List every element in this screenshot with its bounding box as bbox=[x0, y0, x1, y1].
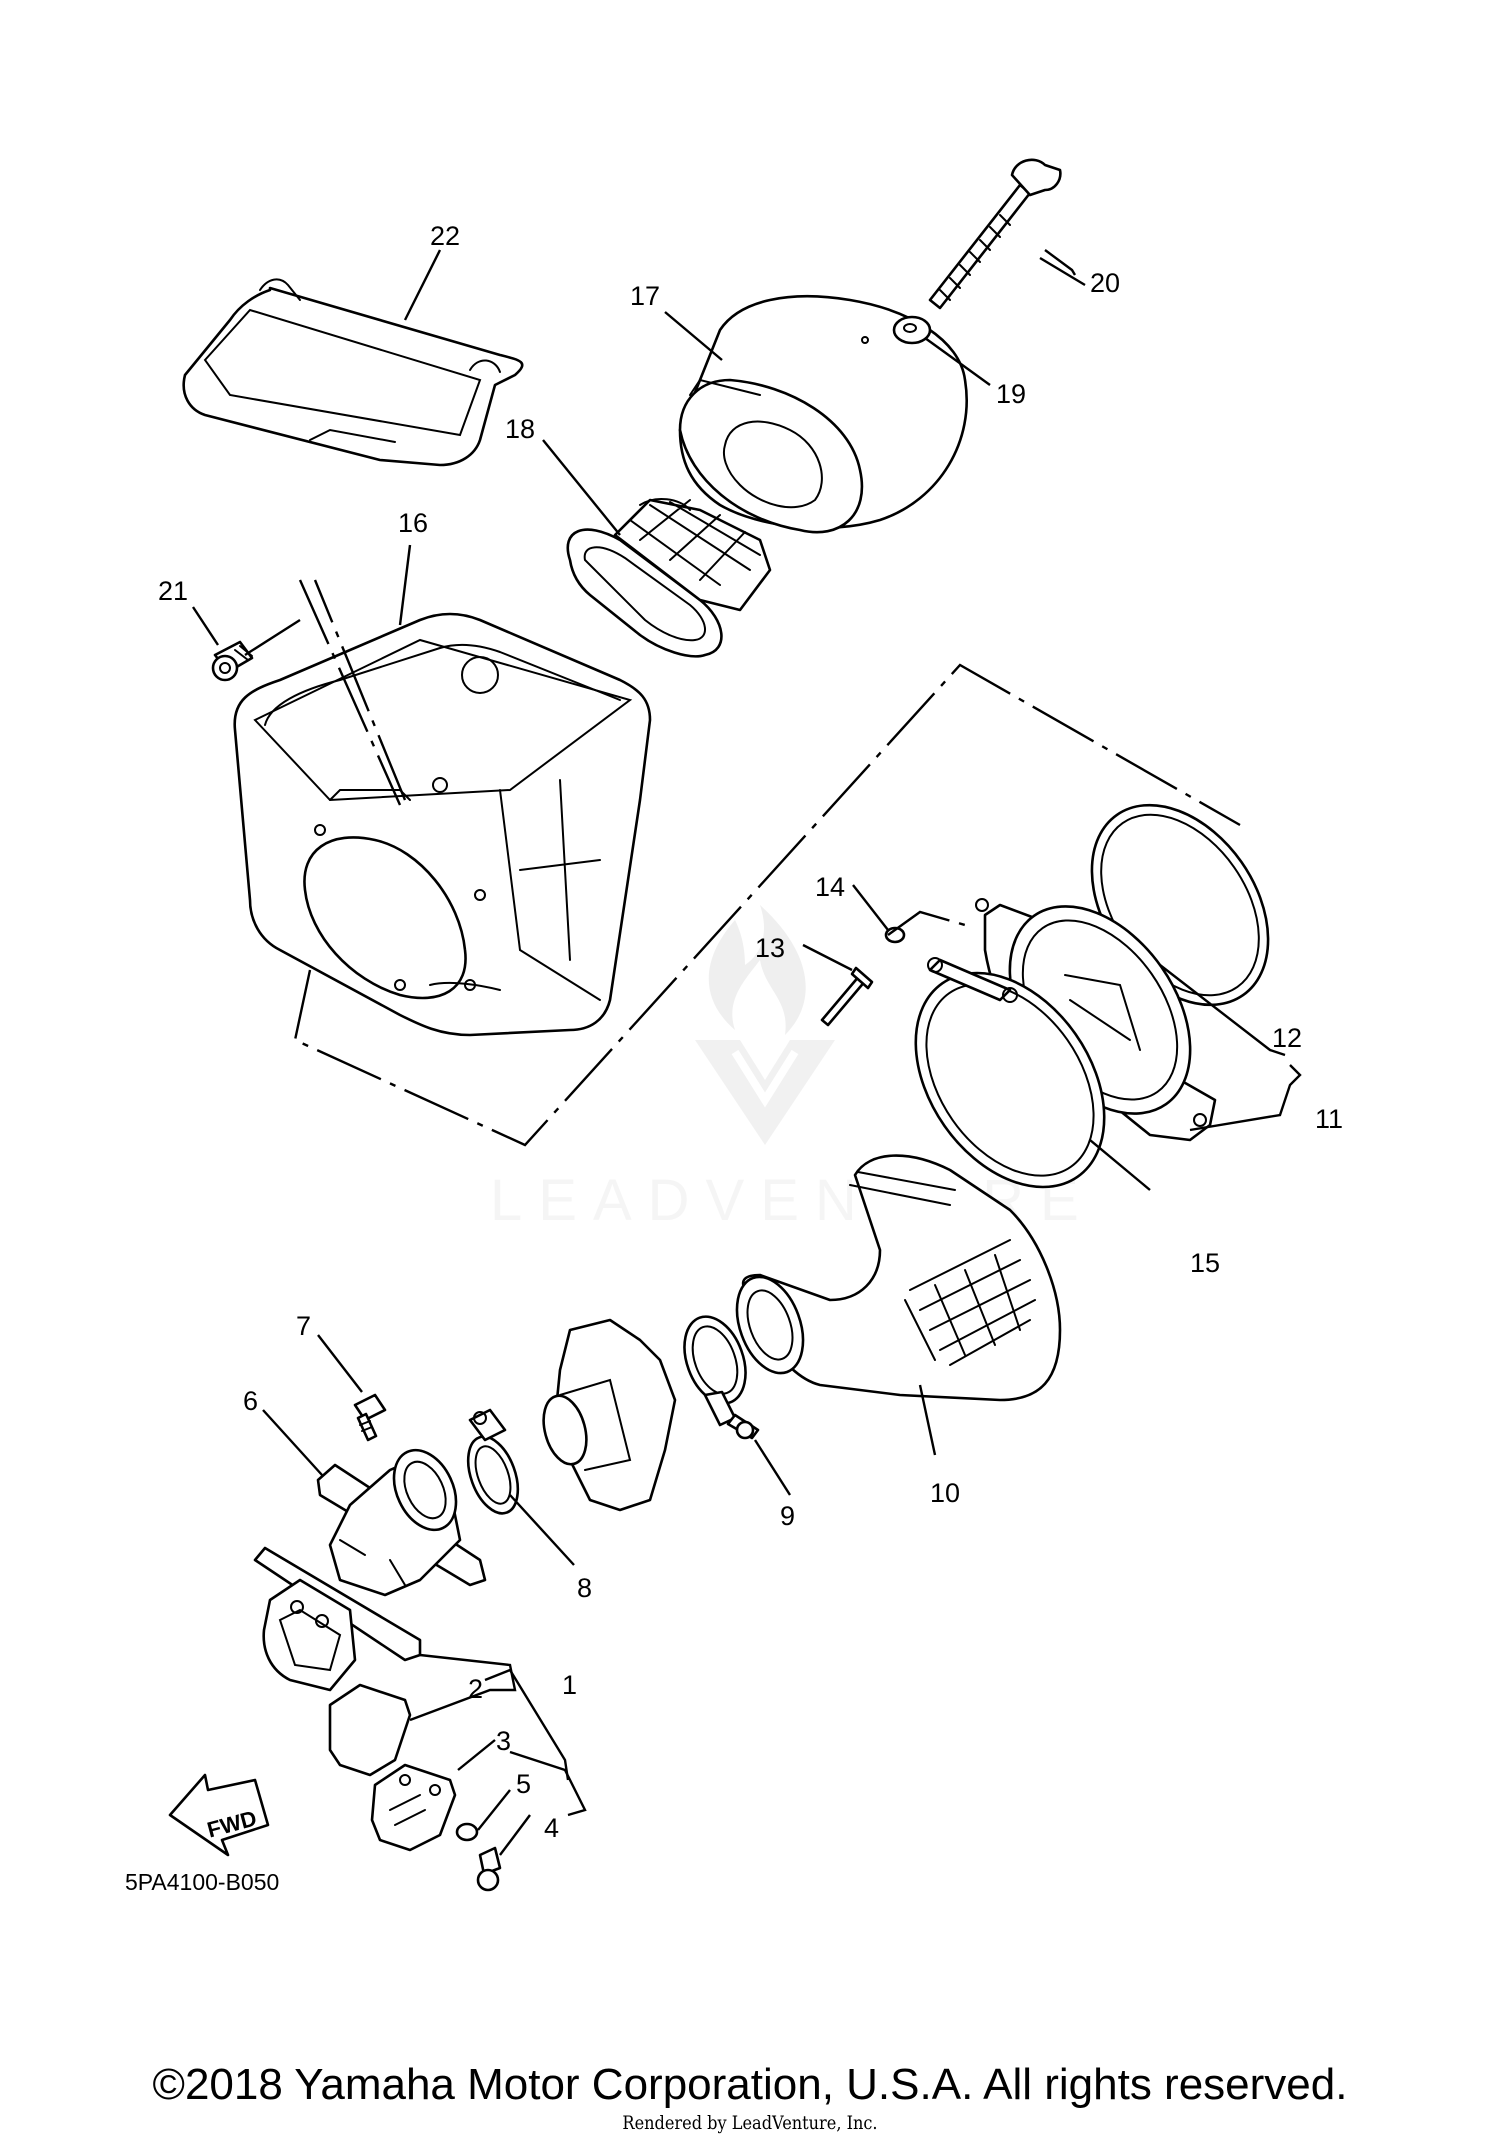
callout-22: 22 bbox=[430, 221, 460, 251]
part-5-washer bbox=[455, 1822, 479, 1842]
part-6-manifold bbox=[316, 1448, 487, 1597]
part-7-bolt bbox=[353, 1393, 387, 1442]
part-14-washer bbox=[884, 926, 906, 944]
leader-lines bbox=[191, 249, 1302, 1856]
callout-7: 7 bbox=[296, 1311, 311, 1341]
callout-10: 10 bbox=[930, 1478, 960, 1508]
copyright-notice: ©2018 Yamaha Motor Corporation, U.S.A. A… bbox=[152, 2060, 1348, 2109]
callout-21: 21 bbox=[158, 576, 188, 606]
part-3-stopper bbox=[370, 1763, 457, 1852]
callout-3: 3 bbox=[496, 1726, 511, 1756]
part-4-screw bbox=[476, 1846, 502, 1892]
callout-14: 14 bbox=[815, 872, 845, 902]
part-17-filter bbox=[678, 294, 968, 534]
callout-20: 20 bbox=[1090, 268, 1120, 298]
callout-16: 16 bbox=[398, 508, 428, 538]
part-2-reed bbox=[328, 1683, 412, 1777]
part-16-airbox bbox=[233, 612, 652, 1037]
part-10-boot bbox=[735, 1154, 1062, 1402]
callout-2: 2 bbox=[468, 1674, 483, 1704]
callout-12: 12 bbox=[1272, 1023, 1302, 1053]
part-18-cage bbox=[566, 498, 772, 658]
part-8-clamp bbox=[466, 1408, 520, 1515]
callout-labels: 22 17 20 19 18 16 21 14 13 12 11 15 7 6 … bbox=[158, 221, 1343, 1843]
fwd-arrow-icon: FWD bbox=[168, 1773, 270, 1857]
callout-19: 19 bbox=[996, 379, 1026, 409]
callout-4: 4 bbox=[544, 1813, 559, 1843]
callout-13: 13 bbox=[755, 933, 785, 963]
diagram-code: 5PA4100-B050 bbox=[125, 1869, 279, 1895]
assembly-lines bbox=[244, 579, 1241, 1147]
callout-18: 18 bbox=[505, 414, 535, 444]
carburetor-outline bbox=[542, 1318, 677, 1512]
callout-8: 8 bbox=[577, 1573, 592, 1603]
callout-6: 6 bbox=[243, 1386, 258, 1416]
part-19-washer bbox=[892, 315, 932, 345]
part-15-band bbox=[914, 957, 1106, 1189]
callout-17: 17 bbox=[630, 281, 660, 311]
rendered-by-notice: Rendered by LeadVenture, Inc. bbox=[622, 2112, 878, 2134]
callout-9: 9 bbox=[780, 1501, 795, 1531]
part-20-wing-bolt bbox=[928, 158, 1062, 310]
part-9-clamp bbox=[683, 1315, 760, 1440]
part-21-bolt bbox=[211, 640, 254, 682]
callout-1: 1 bbox=[562, 1670, 577, 1700]
part-1-reed-valve bbox=[253, 1546, 422, 1692]
callout-11: 11 bbox=[1315, 1104, 1343, 1134]
callout-5: 5 bbox=[516, 1769, 531, 1799]
part-22-cover bbox=[182, 278, 524, 467]
part-13-rivet bbox=[820, 966, 874, 1027]
callout-15: 15 bbox=[1190, 1248, 1220, 1278]
